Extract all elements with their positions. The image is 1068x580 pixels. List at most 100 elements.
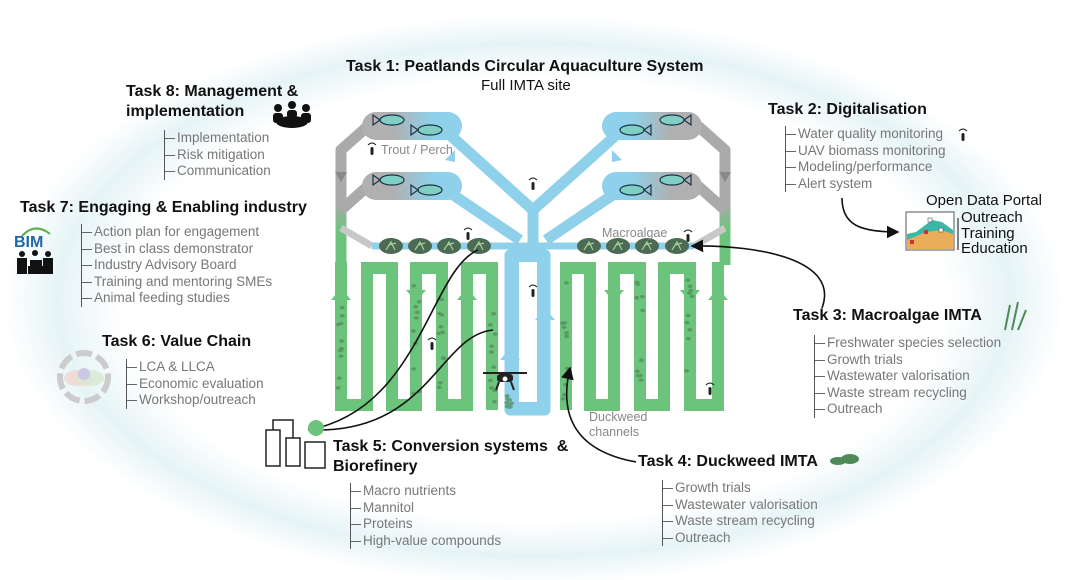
task6-items: LCA & LLCA Economic evaluation Workshop/… — [126, 359, 264, 409]
task5-title-line2: Biorefinery — [333, 458, 418, 475]
task6-item: Economic evaluation — [127, 376, 264, 393]
task4-item: Growth trials — [663, 480, 818, 497]
task3-title: Task 3: Macroalgae IMTA — [793, 307, 982, 324]
seaweed-glyph — [414, 240, 426, 251]
task3-item: Wastewater valorisation — [815, 368, 1001, 385]
duckweed-patch — [413, 316, 419, 320]
task3-items: Freshwater species selection Growth tria… — [814, 335, 1001, 418]
task8-title-line1: Task 8: Management & — [126, 83, 299, 100]
macroalgae-tank — [635, 238, 659, 254]
task8-item: Risk mitigation — [165, 147, 271, 164]
biorefinery-icon — [265, 419, 326, 469]
duckweed-patch — [561, 392, 567, 397]
seaweed-glyph — [671, 240, 683, 251]
task8-item: Implementation — [165, 130, 271, 147]
macroalgae-tank — [408, 238, 432, 254]
macroalgae-tank — [379, 238, 403, 254]
duckweed-patch — [564, 331, 570, 335]
open-data-portal-title: Open Data Portal — [926, 192, 1042, 209]
duckweed-label-line2: channels — [589, 425, 640, 439]
value-chain-cycle-icon — [57, 350, 111, 404]
duckweed-patch — [436, 331, 442, 336]
task6-title: Task 6: Value Chain — [102, 333, 252, 350]
fish-icon — [372, 173, 405, 187]
duckweed-patch — [489, 344, 495, 348]
sensor-icon — [528, 177, 538, 190]
duckweed-patch — [416, 299, 422, 304]
task7-title: Task 7: Engaging & Enabling industry — [20, 199, 307, 216]
duckweed-patch — [492, 399, 498, 404]
task7-item: Best in class demonstrator — [82, 241, 272, 258]
macroalgae-label: Macroalgae — [602, 226, 668, 240]
task8-title: Task 8: Management & implementation — [126, 82, 298, 122]
sensor-icon — [367, 142, 377, 155]
task4-item: Wastewater valorisation — [663, 497, 818, 514]
duckweed-patch — [504, 401, 510, 405]
duckweed-patch — [436, 311, 442, 316]
duckweed-patch — [487, 378, 493, 383]
duckweed-patch — [684, 320, 690, 325]
duckweed-patch — [487, 323, 493, 327]
task5-item: Macro nutrients — [351, 483, 501, 500]
duckweed-patch — [491, 365, 497, 370]
task8-items: Implementation Risk mitigation Communica… — [164, 130, 271, 180]
duckweed-patch — [413, 304, 419, 309]
duckweed-patch — [410, 329, 416, 333]
fish-label: Trout / Perch — [381, 143, 453, 157]
fish-icon — [619, 183, 652, 197]
duckweed-patch — [638, 378, 644, 382]
macroalgae-tank — [467, 238, 491, 254]
duckweed-patch — [509, 401, 515, 406]
task2-item: Water quality monitoring — [786, 126, 946, 143]
task6-item: LCA & LLCA — [127, 359, 264, 376]
seaweed-glyph — [641, 240, 653, 251]
duckweed-patch — [489, 350, 495, 354]
fish-icon — [372, 113, 405, 127]
duckweed-patch — [561, 325, 567, 330]
macroalgae-tank — [665, 238, 689, 254]
macroalgae-tanks — [379, 238, 689, 254]
task3-item: Freshwater species selection — [815, 335, 1001, 352]
duckweed-patch — [439, 297, 445, 302]
task8-title-line2: implementation — [126, 103, 245, 120]
duckweed-patch — [504, 394, 510, 398]
duckweed-patch — [564, 334, 570, 339]
duckweed-patch — [507, 404, 513, 409]
sensor-icon — [427, 337, 437, 350]
duckweed-patch — [684, 368, 690, 373]
duckweed-patch — [637, 373, 643, 378]
duckweed-patch — [336, 376, 342, 380]
task6-item: Workshop/outreach — [127, 392, 264, 409]
task3-item: Waste stream recycling — [815, 385, 1001, 402]
bim-logo: BIM — [14, 234, 44, 251]
fish-icon — [659, 113, 692, 127]
data-chart-icon — [905, 211, 955, 251]
duckweed-patch — [634, 369, 640, 374]
seaweed-glyph — [385, 240, 397, 251]
fish-icons — [372, 113, 692, 197]
duckweed-patch — [686, 291, 692, 295]
task5-items: Macro nutrients Mannitol Proteins High-v… — [350, 483, 501, 550]
duckweed-patch — [563, 281, 569, 285]
drone-icon — [483, 372, 527, 391]
fish-icon — [659, 173, 692, 187]
task4-item: Outreach — [663, 530, 818, 547]
duckweed-label-line1: Duckweed — [589, 410, 648, 424]
flow-arrows — [331, 150, 731, 360]
sensor-icon — [683, 229, 693, 242]
macroalgae-tank — [437, 238, 461, 254]
open-data-items: Outreach Training Education — [961, 210, 1028, 257]
connector-arrows — [307, 197, 900, 463]
fish-icon — [619, 123, 652, 137]
seaweed-glyph — [473, 240, 485, 251]
duckweed-patch — [491, 312, 497, 316]
duckweed-patch — [687, 284, 693, 289]
duckweed-patch — [411, 367, 417, 371]
duckweed-patch — [437, 381, 443, 385]
macroalgae-tank — [577, 238, 601, 254]
duckweed-patches — [335, 278, 695, 409]
task5-title-line1: Task 5: Conversion systems & — [333, 438, 569, 455]
sensor-icon — [528, 284, 538, 297]
sensor-icons — [367, 128, 968, 395]
